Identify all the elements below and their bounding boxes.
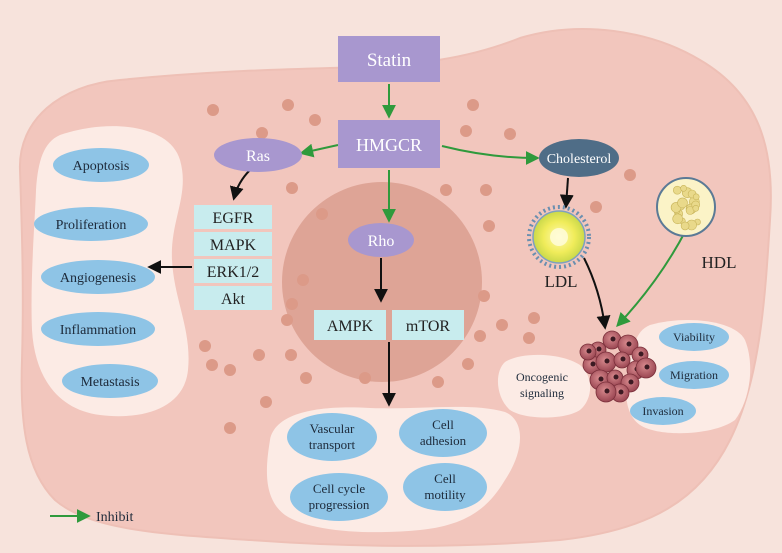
hmgcr-label: HMGCR [356, 135, 422, 155]
target-mapk: MAPK [210, 237, 257, 254]
rho-label: Rho [368, 233, 395, 250]
arrow-ras-egfr [229, 169, 251, 201]
hmgcr-node: HMGCR [338, 120, 440, 168]
legend-inhibit-label: Inhibit [96, 510, 133, 525]
arrows [50, 84, 687, 523]
tumor-cell-cluster [579, 330, 657, 403]
arrow-cholesterol-ldl [559, 177, 574, 209]
ras-targets: EGFR MAPK ERK1/2 Akt [194, 205, 272, 310]
outcome-metastasis: Metastasis [80, 375, 139, 390]
outcome-proliferation: Proliferation [56, 218, 127, 233]
ldl-label: LDL [544, 272, 577, 291]
target-akt: Akt [221, 291, 246, 308]
arrow-ldl-tumor [583, 257, 611, 330]
outcome-cell-adhesion-line2: adhesion [420, 433, 467, 448]
cholesterol-label: Cholesterol [547, 152, 612, 167]
statin-node: Statin [338, 36, 440, 82]
outcome-inflammation: Inflammation [60, 323, 136, 338]
left-outcomes: Apoptosis Proliferation Angiogenesis Inf… [34, 148, 158, 398]
outcome-cell-cycle-line1: Cell cycle [313, 481, 366, 496]
arrow-hmgcr-ras [299, 143, 339, 158]
oncogenic-line1: Oncogenic [516, 370, 568, 384]
target-ampk: AMPK [327, 318, 374, 335]
hdl-label: HDL [702, 253, 737, 272]
outcome-cell-adhesion-line1: Cell [432, 417, 454, 432]
oncogenic-signaling: Oncogenic signaling [516, 370, 568, 400]
oncogenic-vesicle [497, 354, 591, 418]
hdl-particle: HDL [656, 177, 737, 272]
cholesterol-node: Cholesterol [539, 139, 619, 177]
ras-label: Ras [246, 148, 270, 165]
bottom-outcomes: Vascular transport Cell adhesion Cell cy… [287, 409, 487, 521]
target-mtor: mTOR [406, 318, 450, 335]
outcome-cell-motility-line2: motility [424, 487, 466, 502]
outcome-apoptosis: Apoptosis [73, 159, 130, 174]
rho-node: Rho [348, 223, 414, 257]
outcome-migration: Migration [670, 368, 718, 382]
right-outcomes: Viability Migration Invasion [630, 323, 729, 425]
oncogenic-line2: signaling [520, 386, 564, 400]
rho-targets: AMPK mTOR [314, 310, 464, 340]
outcome-angiogenesis: Angiogenesis [60, 271, 136, 286]
target-erk: ERK1/2 [207, 264, 259, 281]
outcome-viability: Viability [673, 330, 715, 344]
cytoplasm-dots [199, 99, 636, 434]
outcome-vascular-transport-line2: transport [309, 437, 356, 452]
outcome-cell-cycle-line2: progression [309, 497, 370, 512]
ras-node: Ras [214, 138, 302, 172]
arrow-hmgcr-cholesterol [441, 145, 540, 165]
outcome-invasion: Invasion [642, 404, 683, 418]
ldl-particle: LDL [527, 205, 591, 291]
target-egfr: EGFR [213, 210, 254, 227]
outcome-cell-motility-line1: Cell [434, 471, 456, 486]
statin-label: Statin [367, 50, 412, 71]
outcome-vascular-transport-line1: Vascular [310, 421, 355, 436]
arrow-hdl-tumor [616, 229, 687, 328]
